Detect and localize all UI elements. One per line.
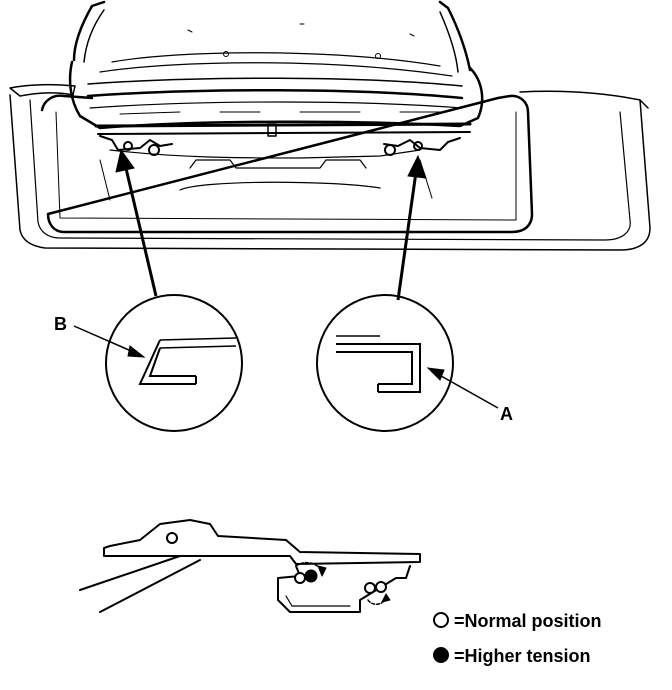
label-b: B [54,314,67,334]
trunk-illustration [9,0,651,251]
leader-a [433,371,499,409]
detail-circle-a [316,294,454,432]
arrow-right-head [407,154,427,179]
label-a: A [500,404,513,424]
bar-position-higher-upper [304,569,318,583]
legend-normal-label: =Normal position [454,611,602,631]
bar-position-normal-upper [294,572,306,584]
detail-circle-b [105,294,243,432]
hinge-bracket-side-view [79,519,421,613]
trunk-lid-right-edge [438,0,472,72]
trunk-lid-lower-edge [68,60,484,130]
trunk-opening-seal [40,94,534,234]
callout-leaders [73,325,499,409]
bar-position-higher-lower [375,581,387,593]
hinge-strut-lower [79,555,201,613]
legend: =Normal position =Higher tension [433,611,602,666]
left-hinge [99,135,173,151]
legend-normal-icon [433,612,449,628]
hinge-pivot [166,532,178,544]
leader-b [73,325,139,355]
bar-end-b [159,337,237,349]
body-right-fender [519,90,649,109]
body-side-left [9,94,651,251]
trunk-lid-left-edge [72,0,106,62]
trunk-floor [109,149,421,159]
torsion-bar-lower [97,131,471,135]
hinge-bracket [277,565,411,613]
bar-end-a [336,343,421,393]
hinge-arm [103,519,421,565]
legend-higher-icon [433,647,449,663]
arrow-left-head [115,148,135,173]
torsion-bar-upper [94,122,472,128]
arrow-right [396,171,418,301]
body-outline [9,83,76,97]
legend-higher-label: =Higher tension [454,646,591,666]
bar-position-normal-lower [364,582,376,594]
pointer-arrows [115,148,427,301]
right-hinge [383,137,461,151]
arrow-left [123,163,158,297]
